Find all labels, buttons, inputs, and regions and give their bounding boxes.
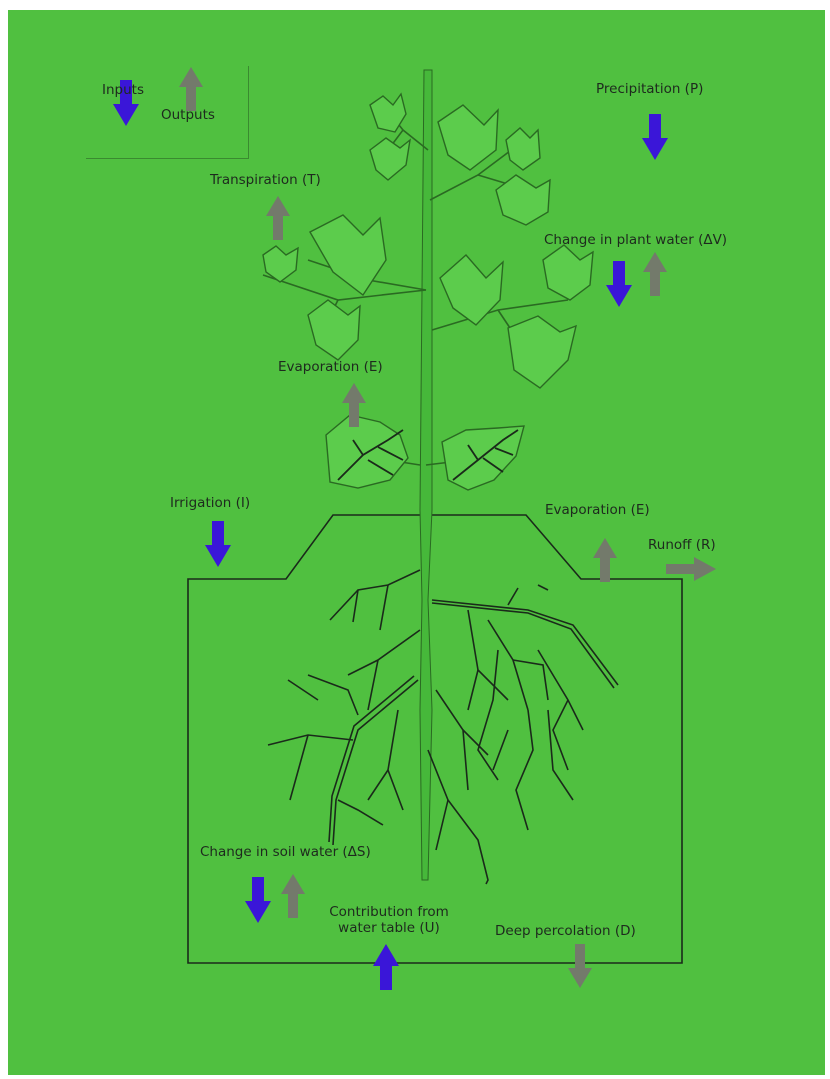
leaf xyxy=(310,215,386,295)
irrigation-arrow xyxy=(205,521,231,567)
leaf xyxy=(370,138,410,180)
deep-percolation-label: Deep percolation (D) xyxy=(495,923,636,939)
precipitation-label: Precipitation (P) xyxy=(596,81,703,97)
plant-water-output-arrow xyxy=(643,252,667,296)
leaf xyxy=(508,316,576,388)
runoff-label: Runoff (R) xyxy=(648,537,716,553)
leaf xyxy=(438,105,498,170)
diagram-canvas: Inputs Outputs Precipitation (P) Transpi… xyxy=(8,10,825,1075)
legend-inputs-label: Inputs xyxy=(102,82,144,98)
evaporation-leaf-label: Evaporation (E) xyxy=(278,359,383,375)
runoff-arrow xyxy=(666,557,716,581)
precipitation-arrow xyxy=(642,114,668,160)
legend-outputs-label: Outputs xyxy=(161,107,215,123)
evaporation-soil-arrow xyxy=(593,538,617,582)
plant-water-label: Change in plant water (ΔV) xyxy=(544,232,727,248)
plant-water-input-arrow xyxy=(606,261,632,307)
deep-percolation-arrow xyxy=(568,944,592,988)
leaf xyxy=(440,255,503,325)
evaporation-soil-label: Evaporation (E) xyxy=(545,502,650,518)
transpiration-arrow xyxy=(266,196,290,240)
leaf xyxy=(543,245,593,300)
soil-water-output-arrow xyxy=(281,874,305,918)
leaf xyxy=(308,300,360,360)
soil-water-label: Change in soil water (ΔS) xyxy=(200,844,371,860)
water-table-label: Contribution from water table (U) xyxy=(314,904,464,936)
water-table-arrow xyxy=(373,944,399,990)
transpiration-label: Transpiration (T) xyxy=(210,172,321,188)
roots xyxy=(268,570,618,884)
leaf xyxy=(506,128,540,170)
irrigation-label: Irrigation (I) xyxy=(170,495,250,511)
plant-stem xyxy=(420,70,432,880)
soil-water-input-arrow xyxy=(245,877,271,923)
leaf xyxy=(326,415,408,488)
